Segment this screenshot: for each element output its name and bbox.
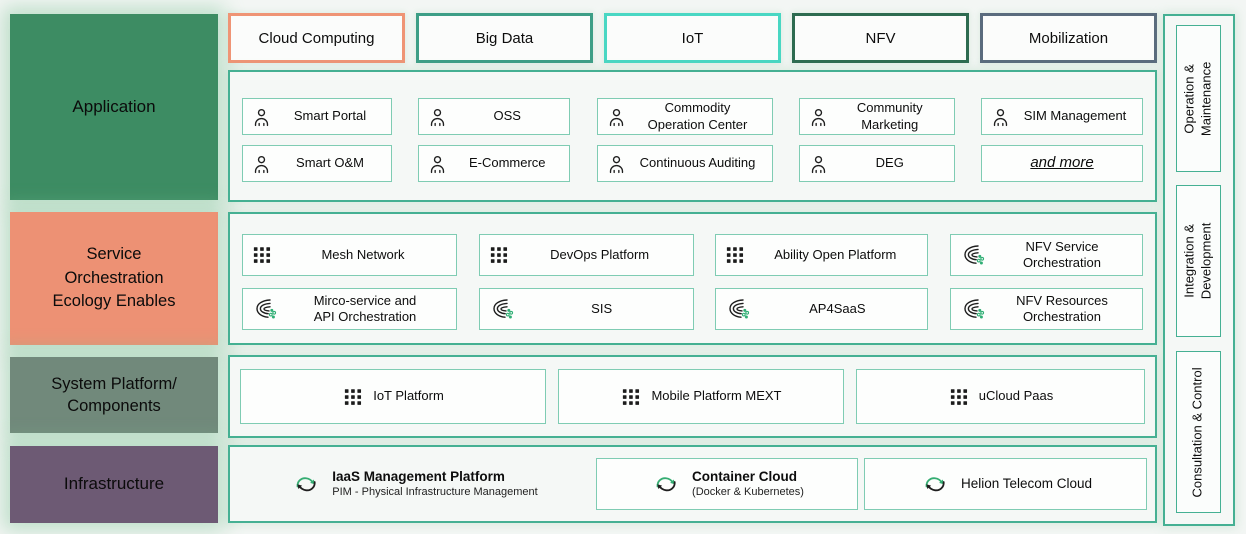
orchestration-waves-icon [964, 245, 985, 266]
cloud-sync-icon [925, 477, 945, 492]
svc-item-label: NFV Resources Orchestration [1016, 292, 1108, 324]
app-item-deg: DEG [798, 145, 955, 182]
svc-item-devops-platform: DevOps Platform [478, 234, 694, 276]
sidebar-label: Integration & Development [1181, 222, 1214, 300]
service-orchestration-container: Mesh Network DevOps Platform Ability Ope… [228, 212, 1157, 345]
sidebar-label: Operation & Maintenance [1181, 61, 1214, 136]
row-label-service-orchestration: Service Orchestration Ecology Enables [10, 212, 218, 345]
row-label-infrastructure: Infrastructure [10, 446, 218, 523]
app-item-label: E-Commerce [468, 155, 546, 171]
app-item-label: Continuous Auditing [639, 155, 756, 171]
infra-item-helion-telecom-cloud: Helion Telecom Cloud [864, 458, 1147, 510]
infra-item-text: Helion Telecom Cloud [961, 476, 1092, 492]
row-label-application: Application [10, 14, 218, 200]
tag-nfv: NFV [792, 13, 969, 63]
sys-item-label: uCloud Paas [978, 388, 1054, 404]
app-item-commodity-operation-center: Commodity Operation Center [596, 98, 773, 135]
svc-item-mesh-network: Mesh Network [242, 234, 457, 276]
person-icon [431, 155, 445, 173]
infrastructure-container: IaaS Management Platform PIM - Physical … [228, 445, 1157, 523]
application-container: Smart Portal OSS Commodity Operation Cen… [228, 70, 1157, 202]
svc-item-label: NFV Service Orchestration [1022, 238, 1101, 270]
tag-big-data: Big Data [416, 13, 593, 63]
system-platform-container: IoT Platform Mobile Platform MEXT uCloud… [228, 355, 1157, 438]
app-item-label: and more [1030, 154, 1094, 172]
orchestration-waves-icon [492, 299, 513, 320]
grid-icon [623, 388, 640, 405]
app-item-smart-portal: Smart Portal [242, 98, 392, 135]
app-item-label: Commodity Operation Center [647, 100, 748, 132]
person-icon [254, 155, 269, 173]
app-item-sim-management: SIM Management [981, 98, 1143, 135]
cloud-sync-icon [296, 477, 317, 492]
sidebar-integration-development: Integration & Development [1176, 185, 1221, 337]
infra-item-container-cloud: Container Cloud (Docker & Kubernetes) [596, 458, 858, 510]
svc-item-label: AP4SaaS [809, 300, 866, 316]
sys-item-mobile-platform-mext: Mobile Platform MEXT [558, 369, 844, 424]
sys-item-iot-platform: IoT Platform [240, 369, 546, 424]
app-item-community-marketing: Community Marketing [798, 98, 955, 135]
orchestration-waves-icon [729, 299, 750, 320]
row-label-system-platform: System Platform/ Components [10, 357, 218, 433]
sidebar-operation-maintenance: Operation & Maintenance [1176, 25, 1221, 172]
infra-item-subtitle: PIM - Physical Infrastructure Management [332, 485, 538, 498]
svc-item-label: Ability Open Platform [774, 246, 897, 262]
app-item-label: SIM Management [1023, 108, 1127, 124]
person-icon [254, 108, 269, 126]
app-item-e-commerce: E-Commerce [418, 145, 571, 182]
person-icon [609, 108, 623, 126]
app-item-label: DEG [875, 155, 904, 171]
tag-cloud-computing: Cloud Computing [228, 13, 405, 63]
grid-icon [253, 247, 271, 263]
sidebar-consultation-control: Consultation & Control [1176, 351, 1221, 513]
person-icon [811, 155, 825, 173]
grid-icon [490, 247, 507, 263]
grid-icon [950, 388, 967, 405]
svc-item-label: SIS [591, 300, 613, 316]
grid-icon [345, 388, 362, 405]
right-sidebar: Operation & Maintenance Integration & De… [1163, 14, 1235, 526]
sys-item-label: Mobile Platform MEXT [651, 388, 782, 404]
svc-item-micro-service-api-orchestration: Mirco-service and API Orchestration [242, 288, 457, 330]
app-item-and-more: and more [981, 145, 1143, 182]
infra-item-text: Container Cloud (Docker & Kubernetes) [692, 469, 804, 500]
infra-item-text: IaaS Management Platform PIM - Physical … [332, 469, 537, 500]
cloud-sync-icon [656, 477, 676, 492]
sys-item-label: IoT Platform [373, 388, 444, 404]
sys-item-ucloud-paas: uCloud Paas [856, 369, 1145, 424]
app-item-label: Smart O&M [296, 155, 364, 171]
sidebar-label: Consultation & Control [1190, 366, 1206, 498]
svc-item-nfv-resources-orchestration: NFV Resources Orchestration [949, 288, 1143, 330]
infra-item-subtitle: (Docker & Kubernetes) [692, 485, 804, 498]
orchestration-waves-icon [256, 299, 277, 320]
person-icon [811, 108, 825, 126]
svc-item-label: Mesh Network [321, 246, 405, 262]
person-icon [609, 155, 623, 173]
svc-item-label: DevOps Platform [550, 246, 650, 262]
infra-item-title: IaaS Management Platform [332, 468, 505, 484]
tag-mobilization: Mobilization [980, 13, 1157, 63]
app-item-label: Smart Portal [293, 108, 367, 124]
technology-tags-row: Cloud Computing Big Data IoT NFV Mobiliz… [228, 13, 1157, 63]
svc-item-label: Mirco-service and API Orchestration [313, 292, 417, 324]
app-item-smart-om: Smart O&M [242, 145, 392, 182]
grid-icon [727, 247, 744, 263]
svc-item-nfv-service-orchestration: NFV Service Orchestration [949, 234, 1143, 276]
app-item-continuous-auditing: Continuous Auditing [596, 145, 773, 182]
infra-item-title: Helion Telecom Cloud [960, 475, 1093, 491]
svc-item-ap4saas: AP4SaaS [715, 288, 929, 330]
svc-item-sis: SIS [478, 288, 694, 330]
infra-item-iaas-management-platform: IaaS Management Platform PIM - Physical … [238, 458, 590, 510]
orchestration-waves-icon [964, 299, 985, 320]
person-icon [431, 108, 445, 126]
app-item-label: Community Marketing [856, 100, 923, 132]
infra-item-title: Container Cloud [692, 468, 798, 484]
tag-iot: IoT [604, 13, 781, 63]
app-item-label: OSS [493, 108, 521, 124]
svc-item-ability-open-platform: Ability Open Platform [715, 234, 929, 276]
app-item-oss: OSS [418, 98, 571, 135]
person-icon [993, 108, 1008, 126]
